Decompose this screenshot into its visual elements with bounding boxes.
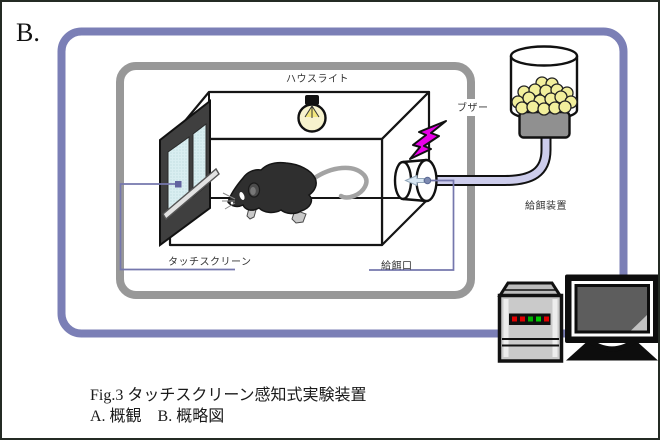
dispenser-base: [518, 110, 571, 139]
computer-tower-icon: [497, 281, 564, 363]
figure-panel-label: B.: [16, 18, 40, 47]
touchscreen-right-screen: [192, 122, 207, 199]
touchscreen-label: タッチスクリーン: [168, 257, 252, 268]
touchscreen-shelf: [162, 167, 220, 221]
lightning-bolt-icon: [409, 120, 447, 160]
feeder-port-leader: [369, 176, 455, 271]
rat-tail: [310, 165, 369, 200]
feeder-device-label: 給餌装置: [525, 201, 567, 212]
house-light-label: ハウスライト: [286, 74, 349, 85]
touchscreen-leader: [119, 181, 235, 271]
outer-frame-border: [57, 27, 628, 338]
feeder-port-label: 給餌口: [381, 261, 413, 272]
caption-line-2: A. 概観 B. 概略図: [90, 408, 225, 425]
rat-body: [227, 161, 317, 215]
rat-eye: [239, 192, 245, 200]
touchscreen-panel: [159, 98, 220, 247]
rat-whiskers: [222, 192, 236, 210]
buzzer-label: ブザー: [454, 99, 492, 116]
pellet-container: [509, 45, 579, 139]
monitor-screen: [577, 287, 647, 331]
rat-illustration: [222, 161, 369, 224]
caption-line-1: Fig.3 タッチスクリーン感知式実験装置: [90, 387, 367, 404]
figure-caption: Fig.3 タッチスクリーン感知式実験装置 A. 概観 B. 概略図: [90, 385, 367, 427]
monitor-icon: [565, 274, 658, 361]
feeder-tube: [433, 135, 552, 186]
light-bulb-icon: [297, 95, 327, 133]
pellets: [511, 76, 578, 116]
